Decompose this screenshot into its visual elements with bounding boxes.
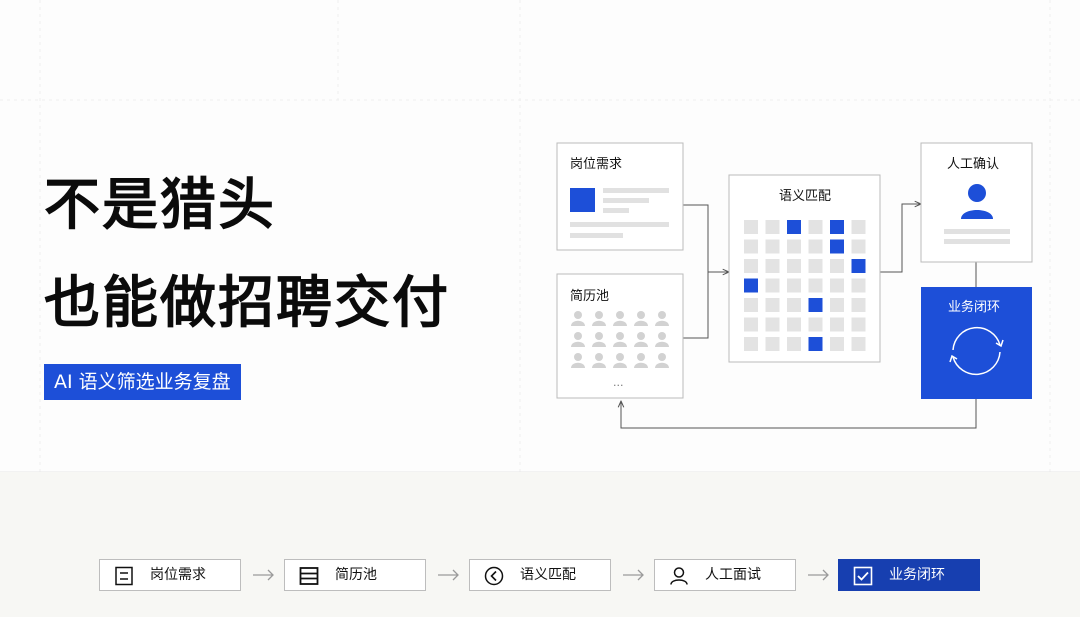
match-cell <box>830 298 844 312</box>
match-cell <box>851 317 866 332</box>
match-cell-highlighted <box>830 239 844 254</box>
match-cell-highlighted <box>787 220 801 234</box>
match-grid <box>744 220 866 351</box>
resume-avatar <box>613 311 627 326</box>
match-cell <box>808 259 823 273</box>
checkbox-icon <box>853 566 873 586</box>
human-review-title: 人工确认 <box>947 157 999 172</box>
match-cell <box>787 298 801 312</box>
match-cell-highlighted <box>851 259 866 273</box>
match-cell <box>830 337 844 351</box>
match-cell <box>830 317 844 332</box>
match-cell <box>787 239 801 254</box>
match-cell <box>765 239 780 254</box>
match-cell <box>787 278 801 293</box>
match-cell <box>851 298 866 312</box>
step-label: 语义匹配 <box>520 567 576 583</box>
resume-avatar <box>592 311 606 326</box>
match-cell <box>851 278 866 293</box>
job-requirements-box: 岗位需求 <box>556 142 684 251</box>
step-label: 业务闭环 <box>889 567 945 583</box>
match-cell <box>787 337 801 351</box>
match-cell <box>851 337 866 351</box>
process-strip <box>0 472 1080 617</box>
match-cell-highlighted <box>744 278 758 293</box>
match-cell <box>808 220 823 234</box>
semantic-match-box: 语义匹配 <box>728 174 881 363</box>
match-cell <box>744 239 758 254</box>
step-human-interview: 人工面试 <box>654 559 796 591</box>
match-cell-highlighted <box>830 220 844 234</box>
human-review-box: 人工确认 <box>920 142 1033 263</box>
resume-avatar <box>655 353 669 368</box>
chevron-left-circle-icon <box>484 566 504 586</box>
step-job-requirements: 岗位需求 <box>99 559 241 591</box>
arrow-right-icon <box>253 569 274 581</box>
resume-avatar <box>592 353 606 368</box>
match-cell <box>744 220 758 234</box>
match-cell <box>765 278 780 293</box>
reviewer-icon <box>961 184 993 219</box>
resume-avatar <box>634 311 648 326</box>
step-label: 岗位需求 <box>150 567 206 583</box>
resume-avatar <box>571 353 585 368</box>
match-cell <box>765 298 780 312</box>
step-semantic-match: 语义匹配 <box>469 559 611 591</box>
match-cell-highlighted <box>808 337 823 351</box>
job-block-icon <box>570 188 595 212</box>
job-requirements-title: 岗位需求 <box>570 157 622 172</box>
match-cell <box>808 278 823 293</box>
step-label: 简历池 <box>335 567 377 583</box>
stack-icon <box>299 567 319 585</box>
match-cell <box>830 259 844 273</box>
match-cell <box>787 317 801 332</box>
match-cell-highlighted <box>808 298 823 312</box>
match-cell <box>744 317 758 332</box>
resume-avatar <box>571 311 585 326</box>
document-icon <box>115 566 133 586</box>
business-loop-box: 业务闭环 <box>921 287 1032 399</box>
hero-tag: AI 语义筛选业务复盘 <box>44 364 241 400</box>
avatar-grid <box>571 311 669 368</box>
person-icon <box>670 567 688 585</box>
diagram-connectors <box>621 204 977 429</box>
match-cell <box>851 220 866 234</box>
resume-avatar <box>592 332 606 347</box>
arrow-right-icon <box>623 569 644 581</box>
step-business-loop: 业务闭环 <box>838 559 980 591</box>
resume-pool-more: ... <box>613 376 624 389</box>
background-grid <box>0 0 1080 472</box>
resume-avatar <box>655 332 669 347</box>
resume-avatar <box>613 353 627 368</box>
match-cell <box>765 259 780 273</box>
resume-avatar <box>571 332 585 347</box>
arrow-right-icon <box>438 569 459 581</box>
resume-pool-title: 简历池 <box>570 288 609 304</box>
match-cell <box>744 337 758 351</box>
semantic-match-title: 语义匹配 <box>779 189 831 204</box>
match-cell <box>851 239 866 254</box>
match-cell <box>765 317 780 332</box>
match-cell <box>765 220 780 234</box>
match-cell <box>765 337 780 351</box>
resume-pool-box: 简历池 ... <box>556 273 684 399</box>
hero-title-line-1: 不是猎头 <box>44 173 276 238</box>
hero-title-line-2: 也能做招聘交付 <box>44 271 450 336</box>
resume-avatar <box>634 353 648 368</box>
match-cell <box>808 239 823 254</box>
match-cell <box>830 278 844 293</box>
cycle-icon <box>949 326 1004 376</box>
step-label: 人工面试 <box>705 567 761 583</box>
match-cell <box>787 259 801 273</box>
match-cell <box>744 259 758 273</box>
resume-avatar <box>613 332 627 347</box>
resume-avatar <box>655 311 669 326</box>
workflow-diagram: 岗位需求 简历池 ... 语义匹配 人工确认 业务闭环 <box>556 142 1033 429</box>
arrow-right-icon <box>808 569 829 581</box>
step-resume-pool: 简历池 <box>284 559 426 591</box>
business-loop-title: 业务闭环 <box>948 299 1000 315</box>
resume-avatar <box>634 332 648 347</box>
match-cell <box>744 298 758 312</box>
match-cell <box>808 317 823 332</box>
